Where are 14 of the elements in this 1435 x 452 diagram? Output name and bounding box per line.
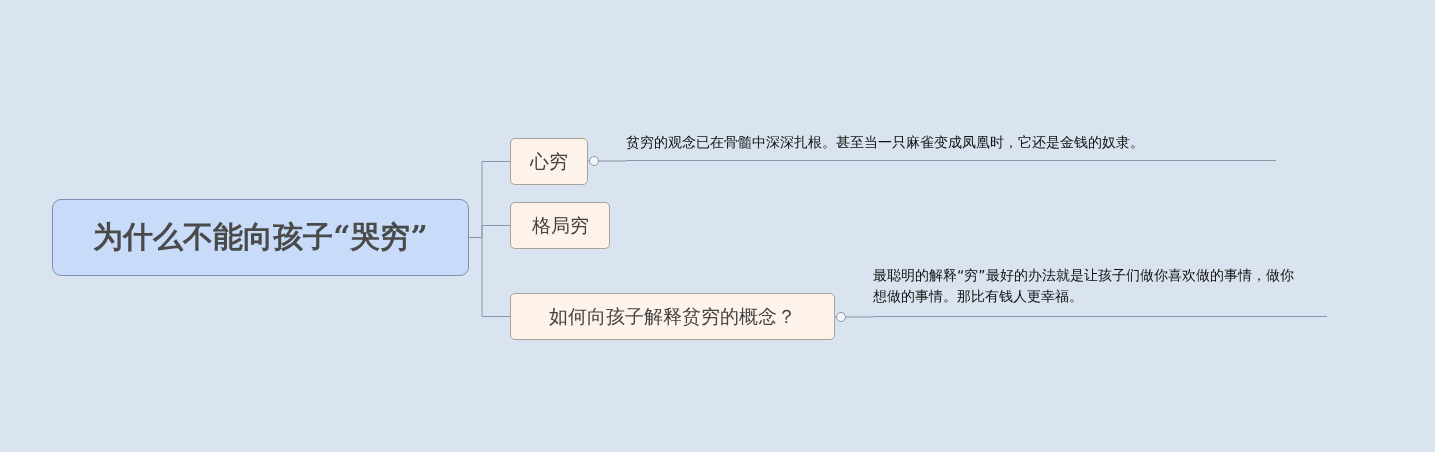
topic-box <box>510 293 835 340</box>
topic-label: 为什么不能向孩子“哭穷” <box>93 218 428 256</box>
note-text: 贫穷的观念已在骨髓中深深扎根。甚至当一只麻雀变成凤凰时，它还是金钱的奴隶。 <box>626 133 1144 152</box>
topic-label: 心穷 <box>530 148 568 174</box>
note-text: 最聪明的解释“穷”最好的办法就是让孩子们做你喜欢做的事情，做你想做的事情。那比有钱人更幸福。 <box>873 266 1295 306</box>
topic-box <box>510 138 588 185</box>
note-text-underline <box>873 265 1327 317</box>
central-topic-box <box>52 199 469 276</box>
connector-line <box>834 312 874 322</box>
topic-box <box>510 202 610 249</box>
note-text-underline <box>626 132 1276 161</box>
connector-line <box>587 156 627 166</box>
topic-label: 格局穷 <box>531 212 589 238</box>
topic-label: 如何向孩子解释贫穷的概念？ <box>549 303 796 329</box>
